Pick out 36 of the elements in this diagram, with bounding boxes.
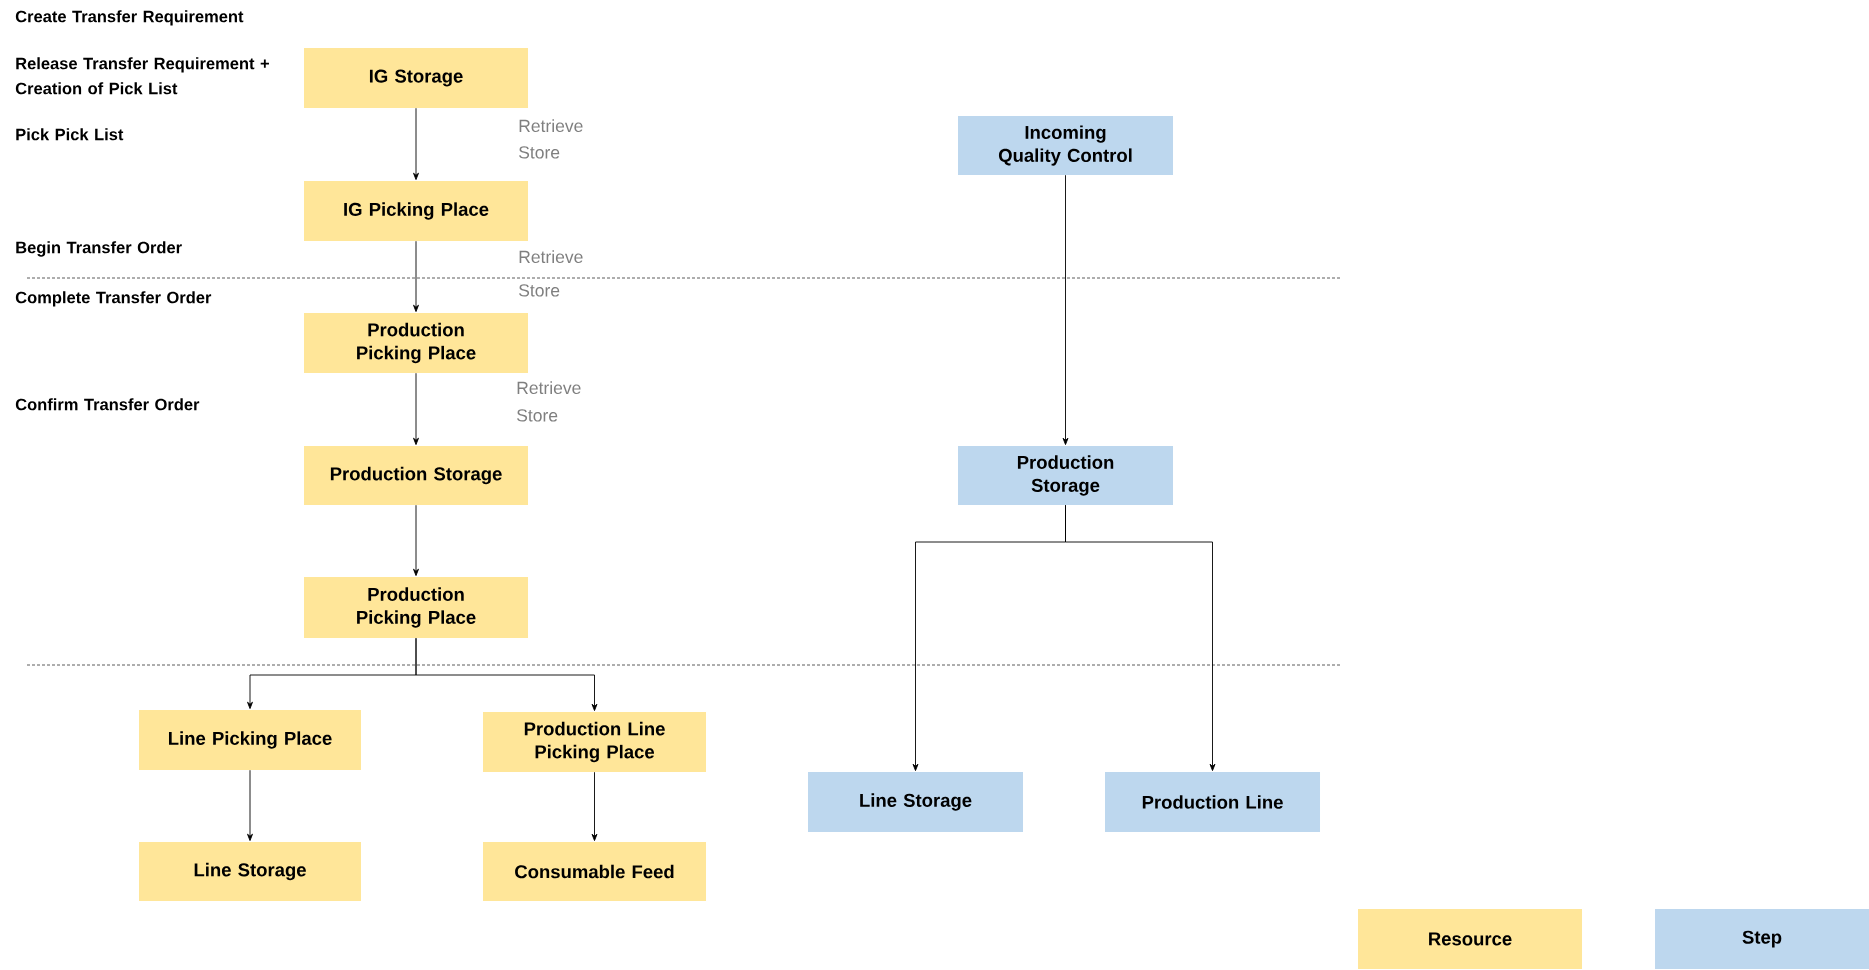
arrow [591,771,598,842]
step-label: Pick Pick List [16,128,124,141]
legend-label: Resource [1429,932,1512,946]
action-label: Retrieve [519,250,583,264]
action-label: Store [517,409,558,422]
step-label: Begin Transfer Order [16,241,182,257]
step-label: Confirm Transfer Order [15,398,200,411]
arrow [413,240,419,312]
resource-box: Line Picking Place [139,710,361,770]
step-box: Production Storage [958,446,1173,505]
step-label: Complete Transfer Order [15,291,212,307]
resource-box: IG Storage [304,48,528,108]
legend-label: Step [1742,930,1782,948]
arrow [413,107,419,180]
action-label: Retrieve [517,381,581,395]
arrow [1062,174,1069,445]
arrow [413,372,419,445]
step-label: Release Transfer Requirement + Creation of Pick List [15,57,269,95]
resource-box: Production Picking Place [304,577,528,638]
step-box: Incoming Quality Control [958,116,1173,175]
resource-box: Production Line Picking Place [483,712,706,772]
step-box: Line Storage [808,772,1023,832]
action-label: Store [519,146,560,159]
arrow [413,504,419,577]
arrow [415,637,598,712]
resource-box: IG Picking Place [304,181,528,241]
resource-box: Consumable Feed [483,842,706,901]
arrow [247,769,253,842]
resource-box: Production Storage [304,446,528,505]
step-label: Create Transfer Requirement [15,10,244,26]
resource-box: Line Storage [139,842,361,901]
arrow [1065,504,1216,772]
step-box: Production Line [1105,772,1320,832]
action-label: Store [519,284,560,297]
resource-box: Production Picking Place [304,313,528,373]
action-label: Retrieve [519,119,583,133]
